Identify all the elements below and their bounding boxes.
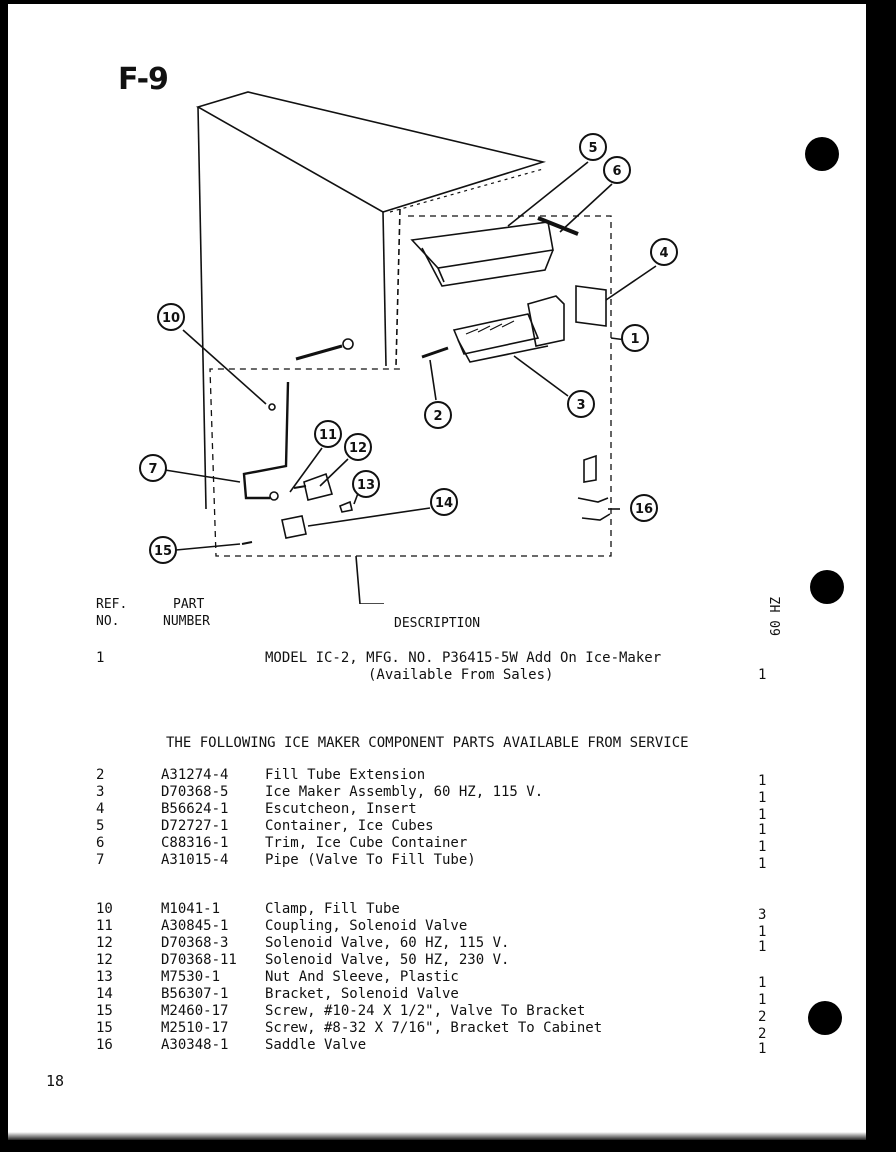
table-row: 5 D72727-1 Container, Ice Cubes 1 xyxy=(96,818,767,838)
parts-sheet: F-9 xyxy=(8,4,866,1140)
callout-16 xyxy=(630,494,658,522)
scan-edge xyxy=(8,1132,866,1140)
callout-1 xyxy=(621,324,649,352)
page-label: F-9 xyxy=(118,62,169,97)
callout-15 xyxy=(149,536,177,564)
table-row: 3 D70368-5 Ice Maker Assembly, 60 HZ, 11… xyxy=(96,784,767,806)
table-row: 11 A30845-1 Coupling, Solenoid Valve 1 xyxy=(96,918,767,940)
callout-label: 4 xyxy=(659,246,668,261)
model-row-2: (Available From Sales) 1 xyxy=(368,667,767,683)
callout-label: 3 xyxy=(576,398,585,413)
callout-label: 14 xyxy=(435,496,453,511)
table-row: 12 D70368-3 Solenoid Valve, 60 HZ, 115 V… xyxy=(96,935,767,955)
callout-7 xyxy=(139,454,167,482)
exploded-parts-diagram: 5 6 4 1 3 2 10 7 11 12 13 14 15 16 xyxy=(139,91,678,604)
callout-label: 15 xyxy=(154,544,172,559)
callout-12 xyxy=(344,433,372,461)
callout-13 xyxy=(352,470,380,498)
page-number: 18 xyxy=(46,1072,65,1090)
callout-2 xyxy=(424,401,452,429)
callout-label: 10 xyxy=(162,311,180,326)
table-row: 4 B56624-1 Escutcheon, Insert 1 xyxy=(96,801,767,823)
header-description: DESCRIPTION xyxy=(394,616,481,631)
table-row: 2 A31274-4 Fill Tube Extension 1 xyxy=(96,767,767,789)
header-ref: REF. NO. xyxy=(96,597,128,629)
punch-hole xyxy=(810,570,844,604)
callout-14 xyxy=(430,488,458,516)
punch-hole xyxy=(808,1001,842,1035)
callout-label: 5 xyxy=(588,141,597,156)
callout-6 xyxy=(603,156,631,184)
table-row: 12 D70368-11 Solenoid Valve, 50 HZ, 230 … xyxy=(96,952,510,968)
model-row: 1 MODEL IC-2, MFG. NO. P36415-5W Add On … xyxy=(96,650,662,666)
table-row: 10 M1041-1 Clamp, Fill Tube 3 xyxy=(96,901,767,923)
callout-label: 6 xyxy=(612,164,621,179)
callout-label: 12 xyxy=(349,441,367,456)
callout-4 xyxy=(650,238,678,266)
table-row: 14 B56307-1 Bracket, Solenoid Valve 1 xyxy=(96,986,767,1008)
header-hz: 60 HZ xyxy=(769,596,784,636)
callout-label: 7 xyxy=(148,462,157,477)
table-row: 7 A31015-4 Pipe (Valve To Fill Tube) 1 xyxy=(96,852,767,872)
section-heading: THE FOLLOWING ICE MAKER COMPONENT PARTS … xyxy=(166,735,689,751)
table-row: 6 C88316-1 Trim, Ice Cube Container 1 xyxy=(96,835,767,855)
callout-markers xyxy=(139,133,678,564)
table-row: 16 A30348-1 Saddle Valve 1 xyxy=(96,1037,767,1057)
callout-label: 16 xyxy=(635,502,653,517)
table-row: 13 M7530-1 Nut And Sleeve, Plastic 1 xyxy=(96,969,767,991)
callout-label: 13 xyxy=(357,478,375,493)
callout-10 xyxy=(157,303,185,331)
header-part: PART NUMBER xyxy=(163,597,210,629)
callout-3 xyxy=(567,390,595,418)
callout-label: 11 xyxy=(319,428,337,443)
table-row: 15 M2510-17 Screw, #8-32 X 7/16", Bracke… xyxy=(96,1020,767,1042)
callout-5 xyxy=(579,133,607,161)
callout-label: 2 xyxy=(433,409,442,424)
callout-11 xyxy=(314,420,342,448)
table-row: 15 M2460-17 Screw, #10-24 X 1/2", Valve … xyxy=(96,1003,767,1025)
callout-label: 1 xyxy=(630,332,639,347)
punch-hole xyxy=(805,137,839,171)
